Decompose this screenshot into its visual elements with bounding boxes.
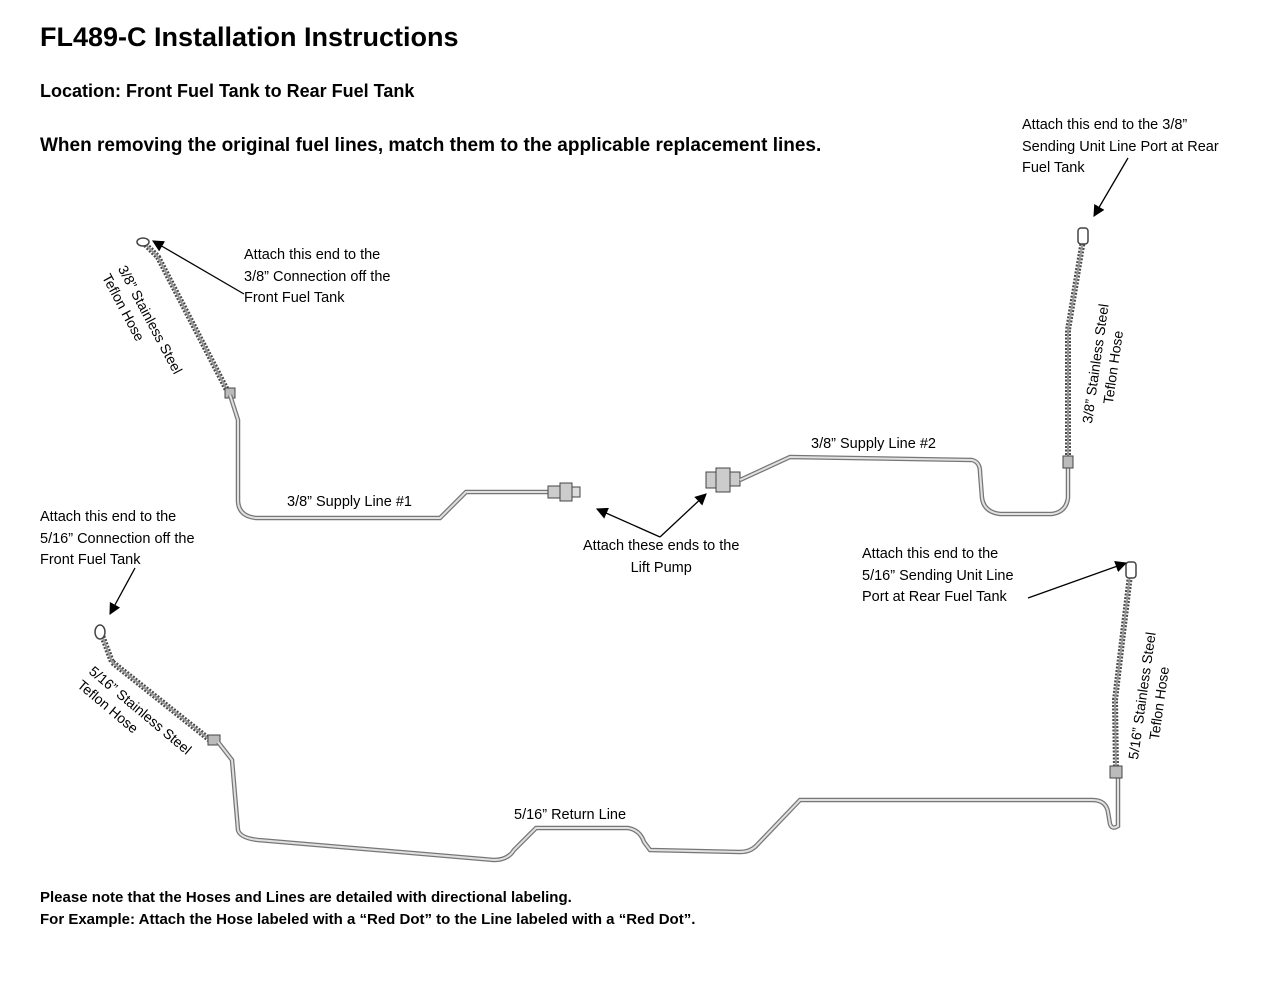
- hose-516-front: [94, 624, 221, 746]
- arrow-lift-pump-left: [595, 507, 661, 538]
- hose-38-front: [136, 237, 236, 399]
- annotation-front-38: Attach this end to the 3/8” Connection o…: [244, 247, 391, 306]
- label-return-line: 5/16” Return Line: [514, 807, 627, 823]
- supply-line-1: [227, 394, 581, 521]
- arrow-rear-38: [1093, 157, 1129, 218]
- label-supply-line-2: 3/8” Supply Line #2: [811, 436, 936, 452]
- supply-line-2: [705, 454, 1071, 517]
- hose-516-rear: [1109, 561, 1137, 779]
- page-title: FL489-C Installation Instructions: [40, 22, 459, 52]
- annotation-rear-516: Attach this end to the 5/16” Sending Uni…: [862, 546, 1014, 605]
- instruction-text: When removing the original fuel lines, m…: [40, 135, 822, 156]
- arrow-front-516: [109, 567, 136, 616]
- annotation-front-516: Attach this end to the 5/16” Connection …: [40, 509, 195, 568]
- annotation-rear-38: Attach this end to the 3/8” Sending Unit…: [1022, 117, 1219, 176]
- hose-38-rear: [1062, 227, 1089, 469]
- annotation-lift-pump: Attach these ends to the Lift Pump: [583, 538, 740, 576]
- arrow-front-38: [151, 240, 245, 295]
- return-line: [216, 740, 1121, 863]
- arrow-lift-pump-right: [659, 493, 707, 538]
- label-supply-line-1: 3/8” Supply Line #1: [287, 494, 412, 510]
- arrow-rear-516: [1027, 561, 1128, 599]
- footer-note: Please note that the Hoses and Lines are…: [40, 889, 696, 928]
- location-subtitle: Location: Front Fuel Tank to Rear Fuel T…: [40, 81, 415, 101]
